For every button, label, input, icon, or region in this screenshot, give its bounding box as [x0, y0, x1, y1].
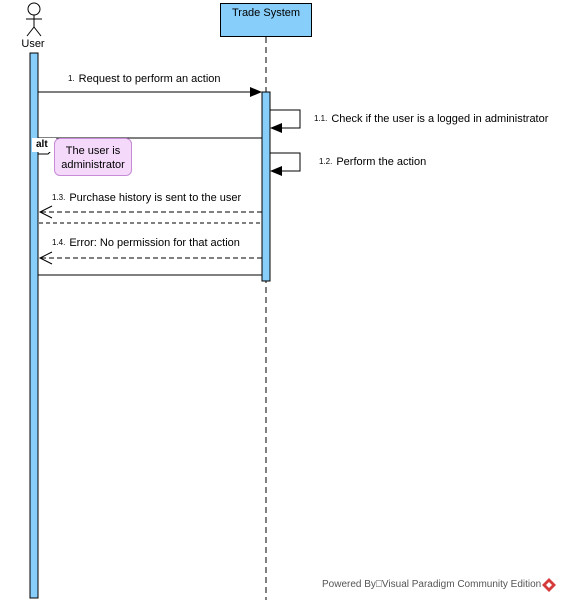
message-1-3-label: 1.3.Purchase history is sent to the user — [52, 192, 242, 204]
message-1-2-label: 1.2.Perform the action — [319, 156, 427, 168]
trade-system-lifeline-head: Trade System — [220, 3, 312, 37]
visual-paradigm-logo-icon — [542, 578, 556, 592]
message-1-label: 1.Request to perform an action — [68, 73, 221, 85]
message-1-3-arrow — [38, 205, 262, 219]
user-actor-label: User — [21, 38, 45, 50]
user-activation-bar — [29, 52, 39, 599]
powered-by-footer: Powered By⎕Visual Paradigm Community Edi… — [322, 579, 542, 590]
message-1-1-arrow — [270, 109, 301, 133]
alt-operator-label: alt — [32, 138, 56, 152]
message-1-2-arrow — [270, 152, 301, 176]
message-1-4-label: 1.4.Error: No permission for that action — [52, 237, 240, 249]
actor-icon — [26, 2, 42, 37]
message-1-4-arrow — [38, 251, 262, 265]
message-1-arrow — [38, 87, 262, 97]
system-activation-bar — [261, 91, 271, 282]
alt-guard-condition: The user is administrator — [54, 138, 132, 176]
message-1-1-label: 1.1.Check if the user is a logged in adm… — [314, 113, 549, 125]
